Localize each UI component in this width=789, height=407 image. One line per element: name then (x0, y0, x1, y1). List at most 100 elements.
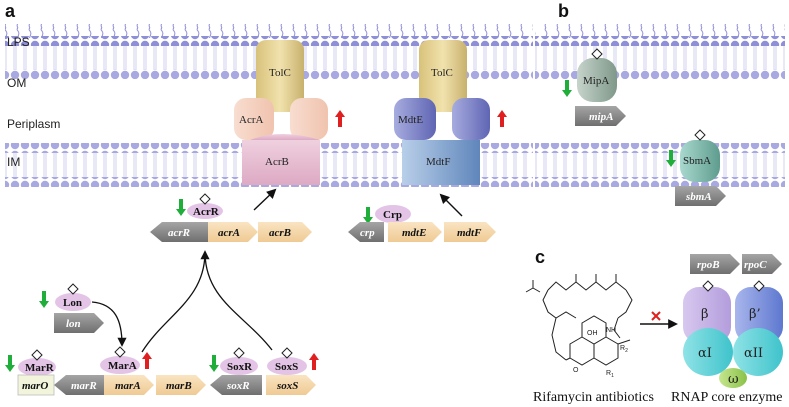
label-oh: OH (587, 330, 598, 337)
mdte-protein-2 (452, 98, 490, 140)
mdte-protein (394, 98, 436, 140)
soxr-regulator (220, 357, 258, 375)
svg-text:R2: R2 (620, 345, 628, 354)
beta-subunit (683, 287, 731, 343)
gene-mdtE: mdtE (402, 227, 426, 239)
panel-a-label: a (5, 1, 16, 21)
gene-mdtF: mdtF (457, 227, 482, 239)
gene-arrow-icon (104, 375, 154, 395)
activation-arrow (439, 193, 463, 217)
mara-regulator (100, 356, 140, 374)
beta-label: β (701, 307, 709, 322)
acr-operon: AcrR acrR acrA acrB (150, 193, 312, 242)
im-label: IM (7, 155, 20, 169)
rnap-caption: RNAP core enzyme (671, 390, 782, 405)
gene-acrB: acrB (269, 227, 291, 239)
acrb-label: AcrB (265, 156, 289, 168)
acrr-regulator (187, 203, 223, 219)
mdtef-tolc-pump: TolC MdtE MdtF (394, 40, 507, 185)
diamond-icon (281, 347, 293, 359)
acra-protein-2 (290, 98, 328, 140)
rifamycin-caption: Rifamycin antibiotics (533, 390, 654, 405)
down-arrow-icon (176, 199, 186, 216)
gene-arrow-icon (54, 375, 104, 395)
omega-label: ω (728, 372, 739, 387)
down-arrow-icon (39, 291, 49, 308)
up-arrow-icon (335, 110, 345, 127)
gene-acrA: acrA (218, 227, 240, 239)
rnap-core-enzyme: β β’ αI αII ω (683, 280, 783, 388)
activation-arrow (141, 250, 210, 353)
mipa-protein (577, 58, 617, 102)
diamond-icon (67, 283, 79, 295)
mipa-group: MipA mipA (562, 48, 626, 126)
gene-mipA: mipA (589, 111, 613, 123)
gene-acrR: acrR (168, 227, 190, 239)
gene-marA: marA (115, 380, 141, 392)
down-arrow-icon (363, 207, 373, 224)
tolc-protein-2 (419, 40, 467, 112)
sbma-label: SbmA (683, 155, 711, 167)
mar-operon: MarR marO marR MarA marA marB (5, 346, 206, 396)
up-arrow-icon (497, 110, 507, 127)
alpha1-label: αI (698, 346, 712, 361)
gene-arrow-icon (690, 254, 740, 274)
sbma-protein (680, 140, 720, 182)
down-arrow-icon (209, 355, 219, 372)
mdtf-protein (402, 140, 480, 185)
gene-arrow-icon (210, 375, 262, 395)
panel-b-label: b (558, 1, 569, 21)
label-r2-sub: 2 (625, 348, 628, 354)
gene-rpoC: rpoC (744, 259, 767, 271)
soxs-label: SoxS (275, 361, 298, 373)
gene-sbmA: sbmA (685, 191, 712, 203)
activation-arrow (204, 251, 273, 351)
soxs-regulator (267, 357, 307, 375)
gene-arrow-icon (444, 222, 496, 242)
acra-protein (234, 98, 274, 140)
outer-membrane-b (535, 24, 785, 79)
mdte-label: MdtE (398, 114, 423, 126)
alpha1-subunit (683, 328, 733, 376)
acrr-label: AcrR (193, 206, 220, 218)
gene-arrow-icon (388, 222, 442, 242)
rifamycin-labels: OH NH O R2 R1 (573, 327, 628, 379)
activation-arrow (91, 301, 127, 347)
mdt-operon: Crp crp mdtE mdtF (348, 205, 496, 242)
inhibition-x-icon (651, 311, 661, 321)
label-r1: R (606, 370, 611, 377)
svg-text:R1: R1 (606, 370, 614, 379)
diamond-icon (694, 129, 706, 141)
crp-label: Crp (383, 209, 402, 221)
lps-label: LPS (7, 35, 30, 49)
sbma-group: SbmA sbmA (666, 129, 726, 206)
rifamycin-structure (525, 274, 633, 366)
rpo-genes: rpoB rpoC (690, 254, 782, 274)
diamond-icon (199, 193, 211, 205)
gene-arrow-icon (54, 313, 104, 333)
gene-arrow-icon (150, 222, 208, 242)
crp-regulator (375, 205, 411, 223)
mara-label: MarA (108, 360, 137, 372)
up-arrow-icon (309, 353, 319, 370)
down-arrow-icon (5, 355, 15, 372)
gene-marO: marO (22, 380, 48, 392)
label-nh: NH (606, 327, 616, 334)
acrb-protein (242, 140, 320, 185)
tolc-protein (256, 40, 304, 112)
gene-crp: crp (360, 227, 375, 239)
omega-subunit (719, 368, 747, 388)
gene-arrow-icon (266, 375, 316, 395)
lon-label: Lon (63, 297, 82, 309)
gene-soxS: soxS (276, 380, 298, 392)
diamond-icon (233, 347, 245, 359)
beta-prime-subunit (735, 287, 783, 343)
panel-c-label: c (535, 247, 545, 267)
gene-marB: marB (166, 380, 192, 392)
label-r2: R (620, 345, 625, 352)
acra-label: AcrA (239, 114, 263, 126)
beta-prime-label: β’ (749, 307, 761, 322)
up-arrow-icon (142, 352, 152, 369)
lon-group: Lon lon (39, 283, 104, 333)
mdtf-label: MdtF (426, 156, 450, 168)
